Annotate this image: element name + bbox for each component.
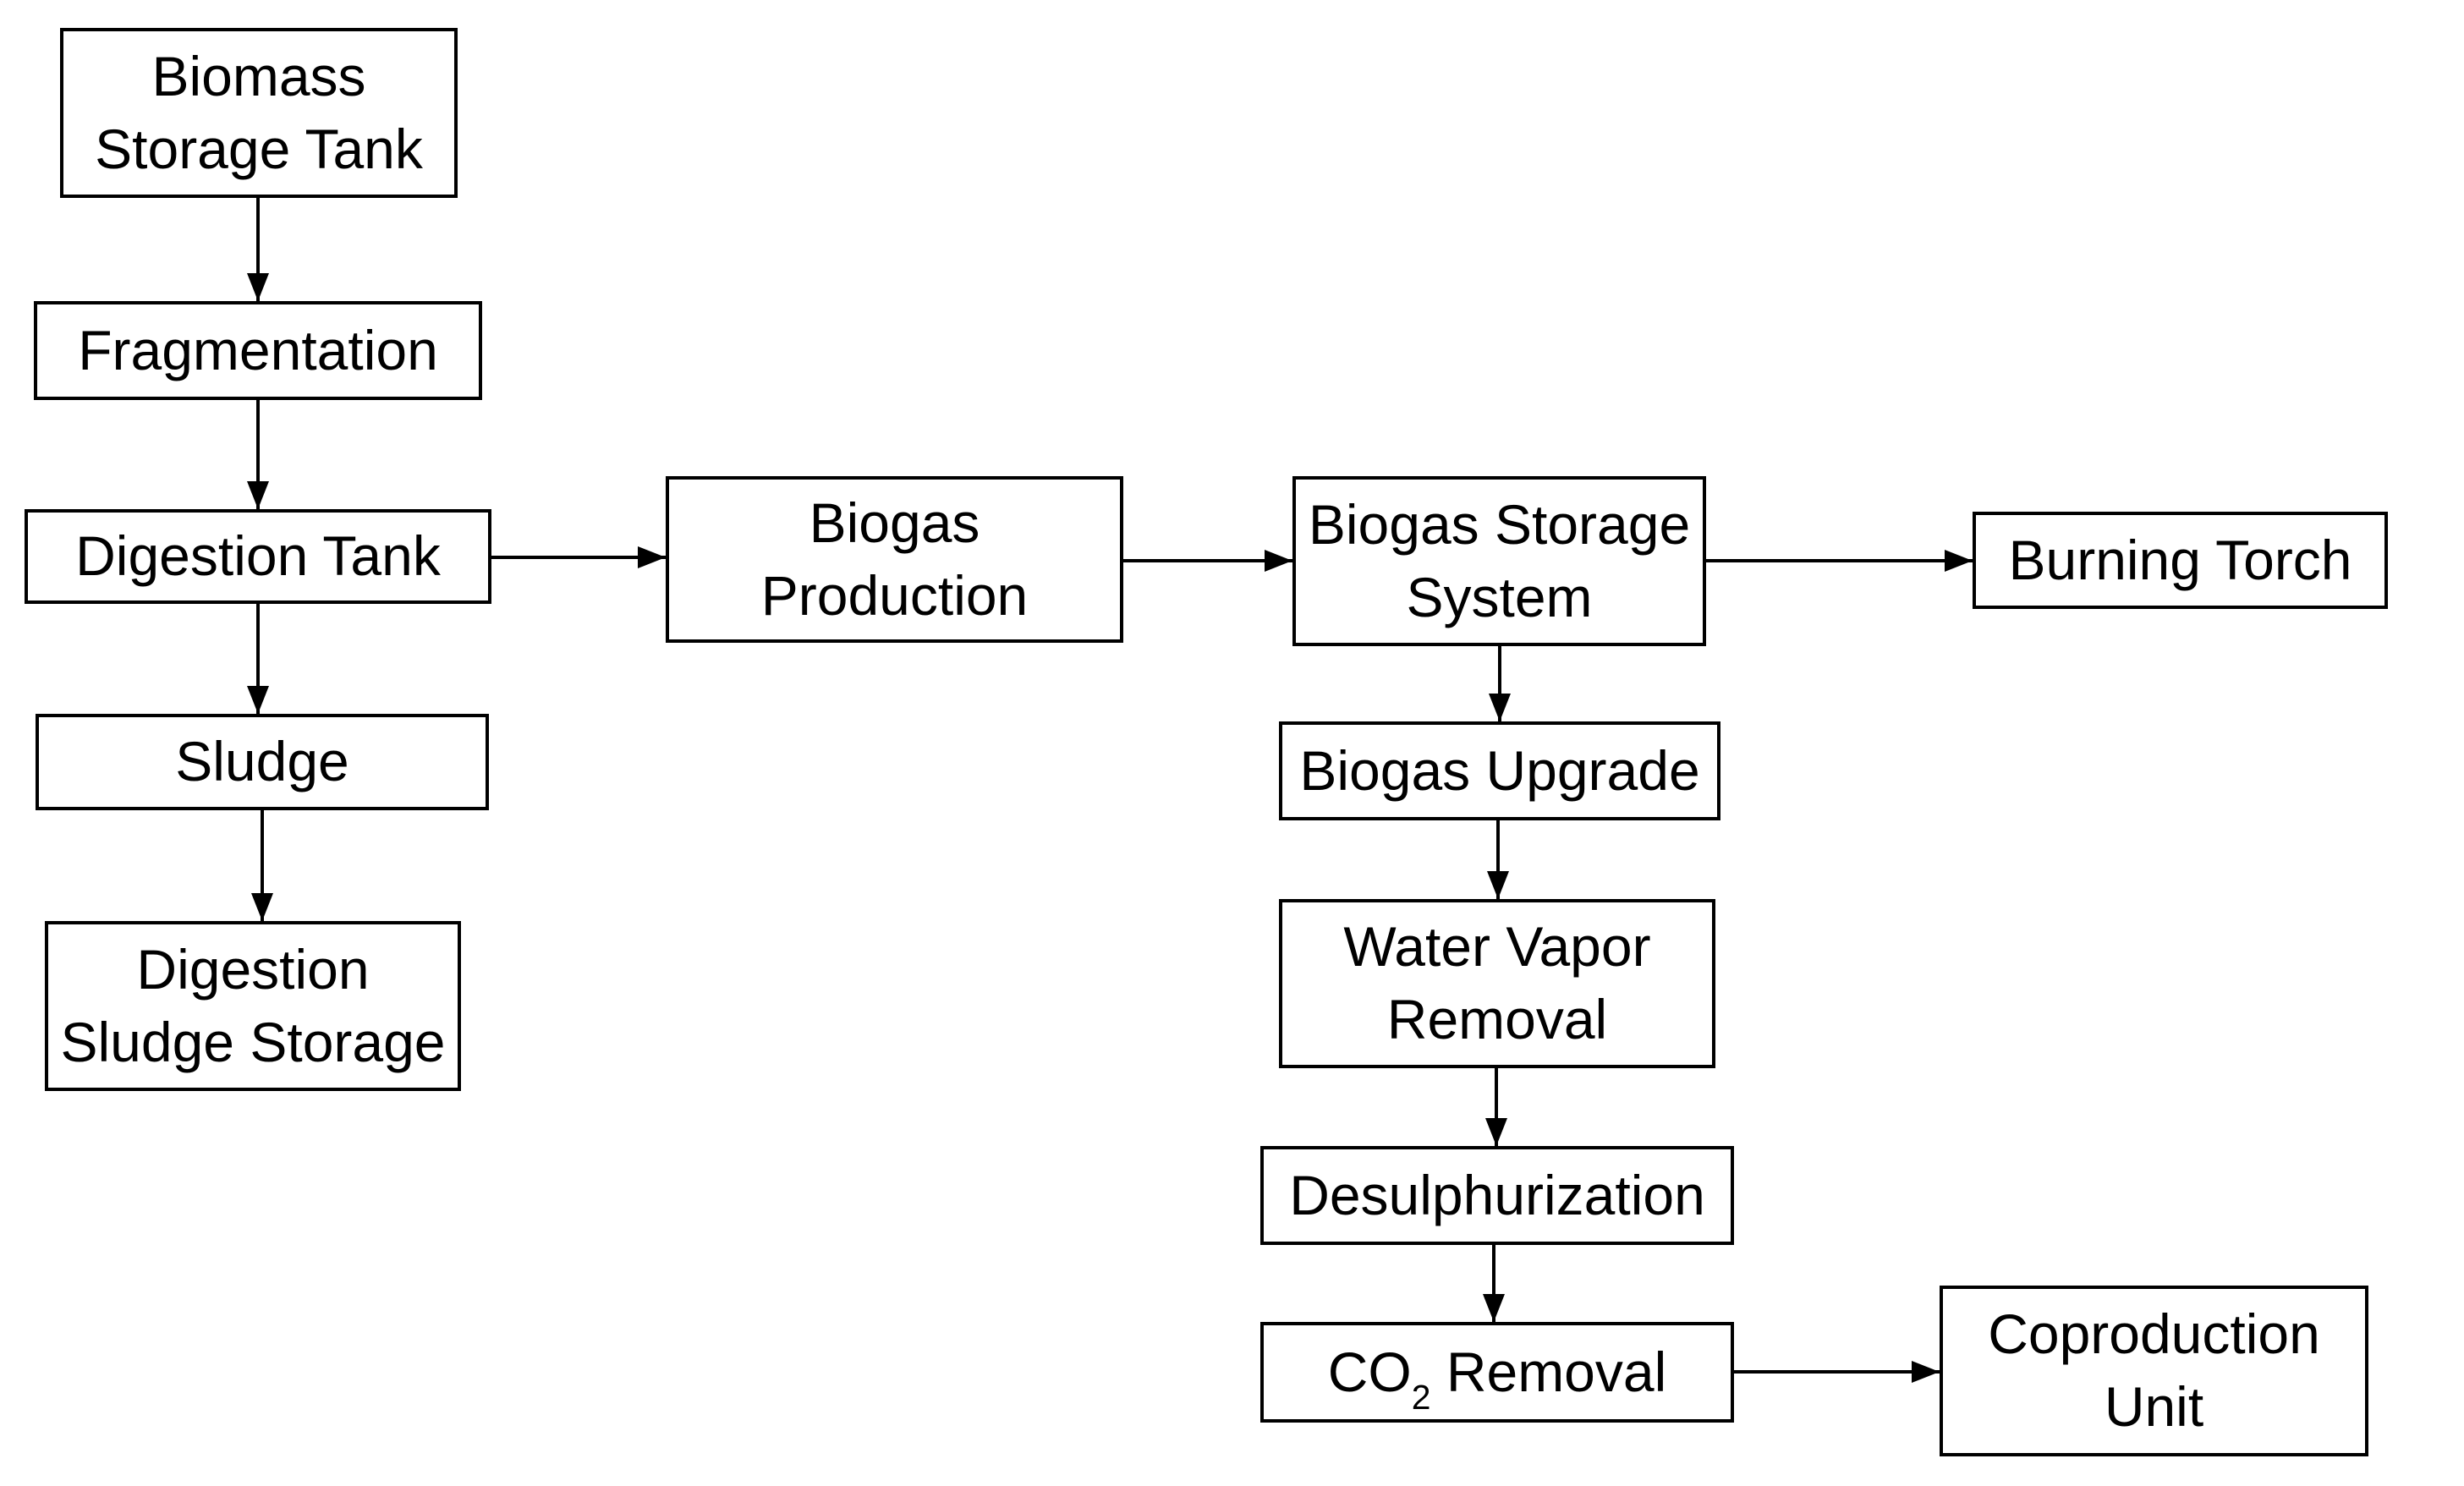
node-label-line: Removal: [1386, 988, 1608, 1050]
flowchart-node-biogas-upgrade: Biogas Upgrade: [1279, 721, 1720, 820]
flowchart-node-biogas-production: Biogas Production: [666, 476, 1123, 643]
node-label: Digestion Tank: [75, 524, 441, 588]
flowchart-node-digestion-tank: Digestion Tank: [25, 509, 491, 604]
flowchart-node-digestion-sludge-storage: Digestion Sludge Storage: [45, 921, 461, 1091]
flowchart-node-biogas-storage-system: Biogas Storage System: [1292, 476, 1706, 646]
flowchart-node-water-vapor-removal: Water Vapor Removal: [1279, 899, 1715, 1068]
node-label-line: Sludge Storage: [60, 1010, 446, 1073]
flowchart-node-sludge: Sludge: [36, 714, 489, 810]
flowchart-node-desulphurization: Desulphurization: [1260, 1146, 1734, 1245]
node-label-suffix: Removal: [1430, 1340, 1667, 1403]
node-label: Biogas Upgrade: [1299, 738, 1700, 802]
node-label: Burning Torch: [2008, 528, 2352, 591]
node-label-line: Digestion: [136, 937, 370, 1001]
node-label: Sludge: [175, 730, 349, 793]
node-label: Fragmentation: [78, 318, 438, 381]
flowchart-node-biomass-storage-tank: Biomass Storage Tank: [60, 28, 458, 198]
node-label-line: Unit: [2104, 1375, 2204, 1438]
node-label-line: Biogas Storage: [1308, 492, 1691, 556]
flowchart-node-burning-torch: Burning Torch: [1973, 512, 2388, 609]
node-label: Desulphurization: [1289, 1163, 1705, 1226]
node-label-line: Storage Tank: [95, 117, 423, 180]
chem-formula-subscript: 2: [1411, 1378, 1431, 1417]
node-label-line: System: [1406, 565, 1593, 628]
node-label: CO2 Removal: [1327, 1336, 1667, 1415]
flowchart-node-co2-removal: CO2 Removal: [1260, 1322, 1734, 1423]
chem-formula-prefix: CO: [1327, 1340, 1412, 1403]
flowchart-node-coproduction-unit: Coproduction Unit: [1940, 1286, 2368, 1456]
node-label-line: Biogas: [809, 491, 980, 554]
node-label-line: Water Vapor: [1343, 915, 1651, 979]
node-label-line: Production: [760, 563, 1029, 627]
node-label-line: Biomass: [151, 44, 366, 107]
flowchart-node-fragmentation: Fragmentation: [34, 301, 482, 400]
node-label-line: Coproduction: [1988, 1302, 2320, 1366]
